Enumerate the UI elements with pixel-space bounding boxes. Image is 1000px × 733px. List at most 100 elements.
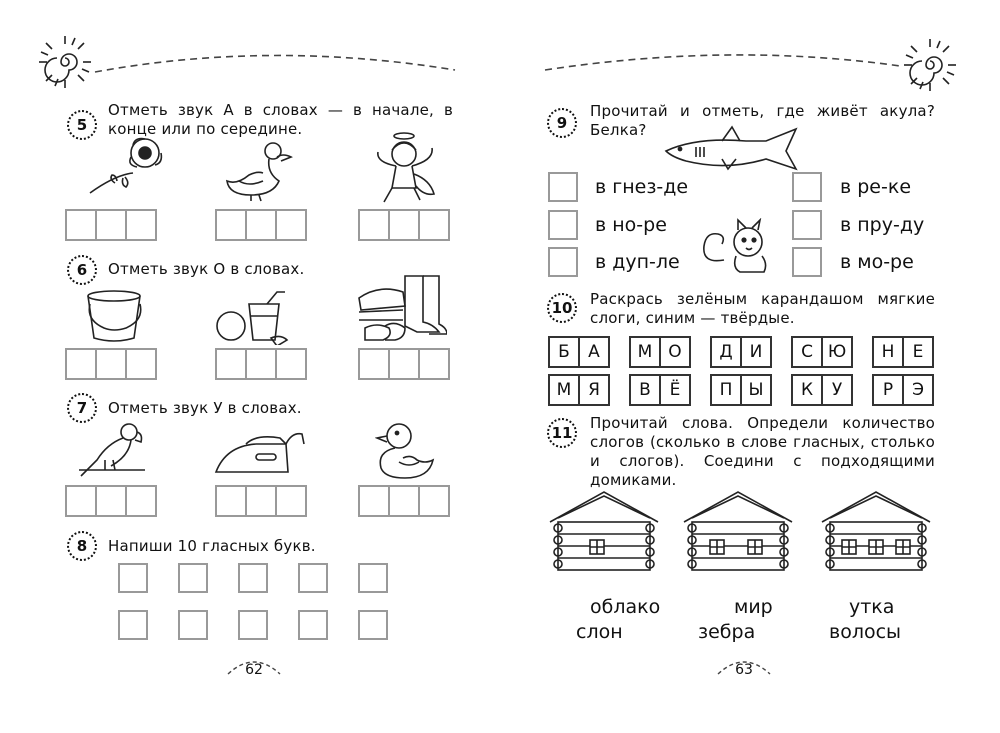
boots-shoes-image	[358, 275, 447, 341]
syllable-letter: К	[800, 380, 814, 400]
sun-icon	[39, 36, 91, 88]
parrot-image	[79, 423, 145, 477]
letter-box[interactable]	[358, 563, 388, 593]
habitat-option: в дуп-ле	[595, 251, 680, 273]
sun-icon	[904, 39, 956, 91]
syllable-letter: Ё	[659, 376, 689, 404]
syllable-letter: Ю	[821, 338, 851, 366]
habitat-option: в мо-ре	[840, 251, 914, 273]
word-item[interactable]: облако	[590, 596, 661, 618]
task-number: 10	[547, 293, 577, 323]
word-item[interactable]: зебра	[698, 621, 756, 643]
syllable-letter: Р	[882, 380, 894, 400]
task-text: Отметь звук У в словах.	[108, 399, 302, 417]
answer-checkbox[interactable]	[548, 247, 578, 277]
task-number: 6	[67, 255, 97, 285]
house-three-windows[interactable]	[821, 491, 931, 571]
answer-checkbox[interactable]	[792, 172, 822, 202]
page-number: 62	[245, 662, 263, 678]
syllable-letter: А	[578, 338, 608, 366]
syllable-letter: П	[719, 380, 733, 400]
task-text: Прочитай слова. Определи количество слог…	[590, 414, 935, 489]
habitat-option: в ре-ке	[840, 176, 912, 198]
letter-box[interactable]	[298, 610, 328, 640]
syllable-letter: Б	[558, 342, 570, 362]
syllable-letter: В	[639, 380, 651, 400]
syllable-letter: О	[659, 338, 689, 366]
habitat-option: в гнез-де	[595, 176, 689, 198]
bucket-image	[87, 290, 142, 342]
letter-box[interactable]	[358, 610, 388, 640]
syllable-letter: И	[740, 338, 770, 366]
task-number: 11	[547, 418, 577, 448]
page-number: 63	[735, 662, 753, 678]
letter-box[interactable]	[118, 563, 148, 593]
syllable-letter: М	[637, 342, 653, 362]
iron-image	[214, 432, 305, 473]
page-number-arc	[717, 661, 771, 675]
angel-girl-image	[377, 132, 436, 203]
letter-box[interactable]	[178, 563, 208, 593]
rubber-duck-image	[375, 423, 435, 479]
task-text: Раскрась зелёным карандашом мягкие слоги…	[590, 290, 935, 327]
word-item[interactable]: слон	[576, 621, 623, 643]
task-number: 9	[547, 108, 577, 138]
sound-position-boxes[interactable]	[215, 485, 307, 517]
syllable-letter: Н	[881, 342, 895, 362]
sound-position-boxes[interactable]	[215, 209, 307, 241]
letter-box[interactable]	[178, 610, 208, 640]
word-item[interactable]: волосы	[829, 621, 902, 643]
answer-checkbox[interactable]	[792, 210, 822, 240]
sound-position-boxes[interactable]	[215, 348, 307, 380]
juice-glass-image	[216, 291, 289, 345]
sound-position-boxes[interactable]	[358, 348, 450, 380]
word-item[interactable]: утка	[849, 596, 895, 618]
syllable-letter: У	[821, 376, 851, 404]
habitat-option: в но-ре	[595, 214, 667, 236]
duck-image	[226, 142, 293, 202]
sound-position-boxes[interactable]	[358, 485, 450, 517]
word-item[interactable]: мир	[734, 596, 773, 618]
page-number-arc	[227, 661, 281, 675]
header-decoration	[39, 36, 956, 91]
task-text: Напиши 10 гласных букв.	[108, 537, 316, 555]
task-text: Отметь звук А в словах — в начале, в кон…	[108, 101, 453, 138]
sound-position-boxes[interactable]	[358, 209, 450, 241]
syllable-letter: М	[556, 380, 572, 400]
answer-checkbox[interactable]	[792, 247, 822, 277]
sound-position-boxes[interactable]	[65, 348, 157, 380]
shark-image	[664, 125, 798, 171]
letter-box[interactable]	[298, 563, 328, 593]
syllable-letter: Я	[578, 376, 608, 404]
task-number: 5	[67, 110, 97, 140]
syllable-letter: Э	[902, 376, 932, 404]
letter-box[interactable]	[118, 610, 148, 640]
syllable-letter: Ы	[740, 376, 770, 404]
house-two-windows[interactable]	[683, 491, 793, 571]
syllable-letter: Е	[902, 338, 932, 366]
houses-group	[549, 491, 931, 571]
letter-box[interactable]	[238, 563, 268, 593]
answer-checkbox[interactable]	[548, 172, 578, 202]
sound-position-boxes[interactable]	[65, 485, 157, 517]
answer-checkbox[interactable]	[548, 210, 578, 240]
poppy-flower-image	[89, 137, 163, 194]
sound-position-boxes[interactable]	[65, 209, 157, 241]
syllable-letter: С	[801, 342, 813, 362]
task-number: 7	[67, 393, 97, 423]
task-text: Прочитай и отметь, где живёт акула? Белк…	[590, 102, 935, 139]
task-text: Отметь звук О в словах.	[108, 260, 305, 278]
syllable-letter: Д	[719, 342, 733, 362]
house-one-window[interactable]	[549, 491, 659, 571]
letter-box[interactable]	[238, 610, 268, 640]
